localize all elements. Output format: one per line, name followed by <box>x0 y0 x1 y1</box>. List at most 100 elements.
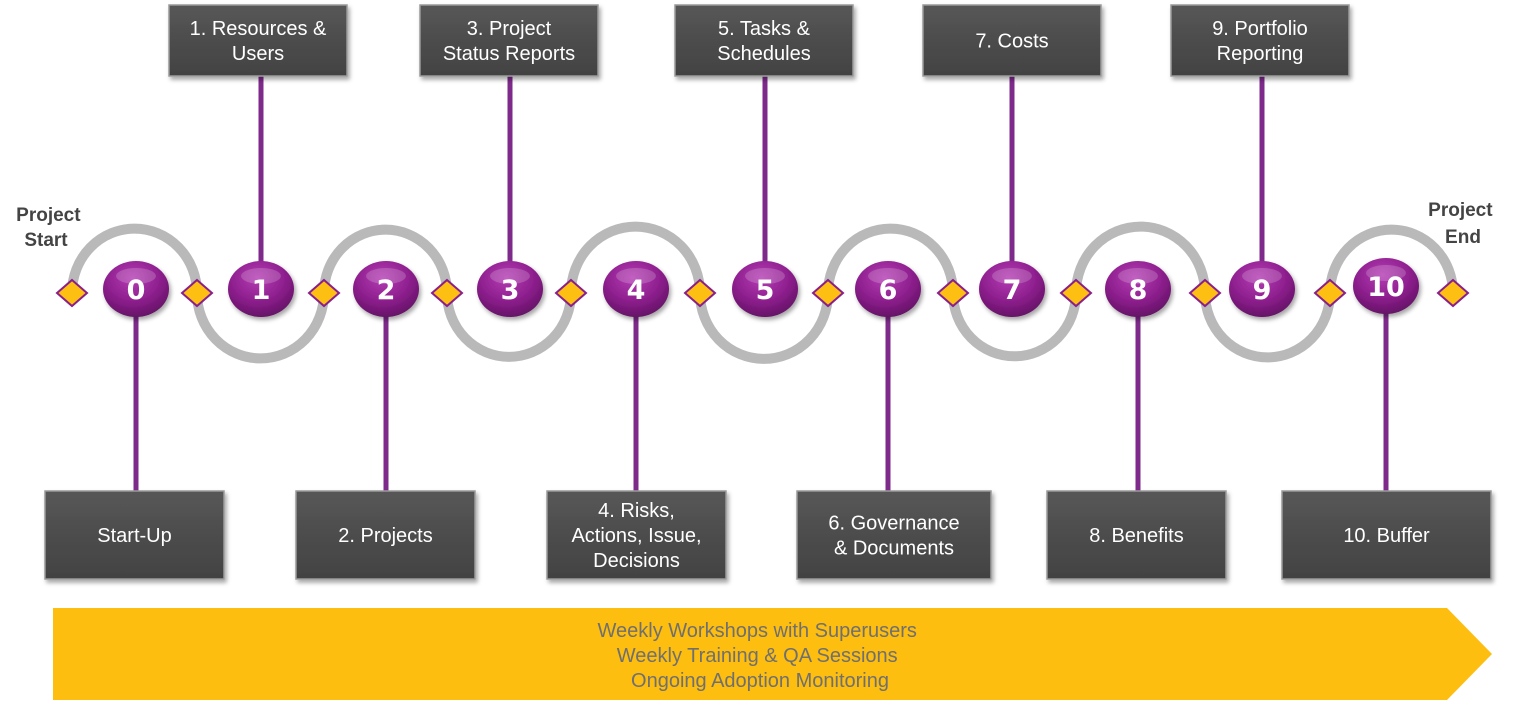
step-node-9: 9 <box>1229 261 1295 317</box>
banner-text: Weekly Workshops with Superusers Weekly … <box>598 620 923 692</box>
track-arc <box>192 292 329 364</box>
step-box-label: 2. Projects <box>338 525 432 547</box>
step-box-4: 4. Risks,Actions, Issue,Decisions <box>546 490 727 580</box>
project-end-label: Project End <box>1428 200 1498 248</box>
milestone-diamond <box>683 278 717 308</box>
step-node-6: 6 <box>855 261 921 317</box>
step-box-8: 8. Benefits <box>1046 490 1227 580</box>
step-box-10: 10. Buffer <box>1281 490 1492 580</box>
step-box-label: Start-Up <box>97 525 171 547</box>
step-node-highlight <box>1366 265 1406 281</box>
step-box-bg <box>1046 490 1227 580</box>
step-node-0: 0 <box>103 261 169 317</box>
step-node-circle <box>228 261 294 317</box>
track-arc <box>1325 224 1458 294</box>
milestone-diamond <box>180 278 214 308</box>
step-node-8: 8 <box>1105 261 1171 317</box>
milestone-diamond <box>1059 278 1093 308</box>
milestone-diamond <box>1188 278 1222 308</box>
step-node-circle <box>979 261 1045 317</box>
step-box-bg <box>546 490 727 580</box>
milestone-diamond <box>1436 278 1470 308</box>
step-box-bg <box>295 490 476 580</box>
step-node-number: 4 <box>627 275 646 306</box>
step-node-3: 3 <box>477 261 543 317</box>
connectors <box>133 76 1389 491</box>
step-box-label: 5. Tasks &Schedules <box>717 18 810 65</box>
ongoing-activities-banner: Weekly Workshops with Superusers Weekly … <box>53 608 1492 700</box>
step-box-2: 2. Projects <box>295 490 476 580</box>
step-box-label: 4. Risks,Actions, Issue,Decisions <box>571 500 701 572</box>
step-node-circle <box>353 261 419 317</box>
step-node-highlight <box>868 268 908 284</box>
track-arc <box>695 292 833 364</box>
step-node-circle <box>103 261 169 317</box>
step-node-highlight <box>366 268 406 284</box>
step-box-6: 6. Governance& Documents <box>796 490 992 580</box>
step-box-label: 10. Buffer <box>1343 525 1430 547</box>
step-box-bg <box>1170 4 1350 77</box>
step-box-bg <box>44 490 225 580</box>
track-arc <box>67 223 202 294</box>
step-boxes: Start-Up 1. Resources &Users 2. Projects 3.… <box>44 4 1492 580</box>
step-node-highlight <box>241 268 281 284</box>
step-box-label: 8. Benefits <box>1089 525 1184 547</box>
step-box-bg <box>922 4 1102 77</box>
project-start-label: Project Start <box>16 205 86 251</box>
step-node-7: 7 <box>979 261 1045 317</box>
step-node-highlight <box>490 268 530 284</box>
step-node-number: 10 <box>1367 272 1405 303</box>
step-node-circle <box>477 261 543 317</box>
step-node-highlight <box>992 268 1032 284</box>
step-node-number: 2 <box>377 275 396 306</box>
step-node-highlight <box>1242 268 1282 284</box>
track-arc <box>1200 292 1335 363</box>
step-node-number: 7 <box>1003 275 1022 306</box>
step-node-circle <box>732 261 798 317</box>
milestone-diamond <box>811 278 845 308</box>
step-box-label: 1. Resources &Users <box>190 18 327 65</box>
step-node-number: 8 <box>1129 275 1148 306</box>
step-node-number: 1 <box>252 275 271 306</box>
step-box-bg <box>419 4 599 77</box>
step-box-7: 7. Costs <box>922 4 1102 77</box>
step-box-5: 5. Tasks &Schedules <box>674 4 854 77</box>
step-node-highlight <box>1118 268 1158 284</box>
track-arc <box>442 292 576 362</box>
step-box-bg <box>796 490 992 580</box>
step-node-highlight <box>116 268 156 284</box>
milestone-diamond <box>307 278 341 308</box>
step-node-highlight <box>745 268 785 284</box>
wavy-track <box>67 221 1458 364</box>
step-box-label: 6. Governance& Documents <box>828 513 959 560</box>
step-node-number: 6 <box>879 275 898 306</box>
step-box-bg <box>1281 490 1492 580</box>
step-node-highlight <box>616 268 656 284</box>
step-node-2: 2 <box>353 261 419 317</box>
milestone-diamond <box>936 278 970 308</box>
track-arc <box>823 223 958 294</box>
step-box-bg <box>168 4 348 77</box>
milestone-diamond <box>1313 278 1347 308</box>
milestone-diamond <box>554 278 588 308</box>
step-node-4: 4 <box>603 261 669 317</box>
step-node-10: 10 <box>1353 258 1419 314</box>
milestone-diamond <box>55 278 89 308</box>
step-node-number: 3 <box>501 275 520 306</box>
step-node-circle <box>855 261 921 317</box>
track-arc <box>319 224 452 294</box>
step-node-circle <box>1229 261 1295 317</box>
step-box-bg <box>674 4 854 77</box>
step-node-number: 9 <box>1253 275 1272 306</box>
step-node-1: 1 <box>228 261 294 317</box>
track-arc <box>1071 221 1210 294</box>
step-box-label: 7. Costs <box>975 31 1048 53</box>
milestone-diamond <box>430 278 464 308</box>
step-node-number: 0 <box>127 275 146 306</box>
